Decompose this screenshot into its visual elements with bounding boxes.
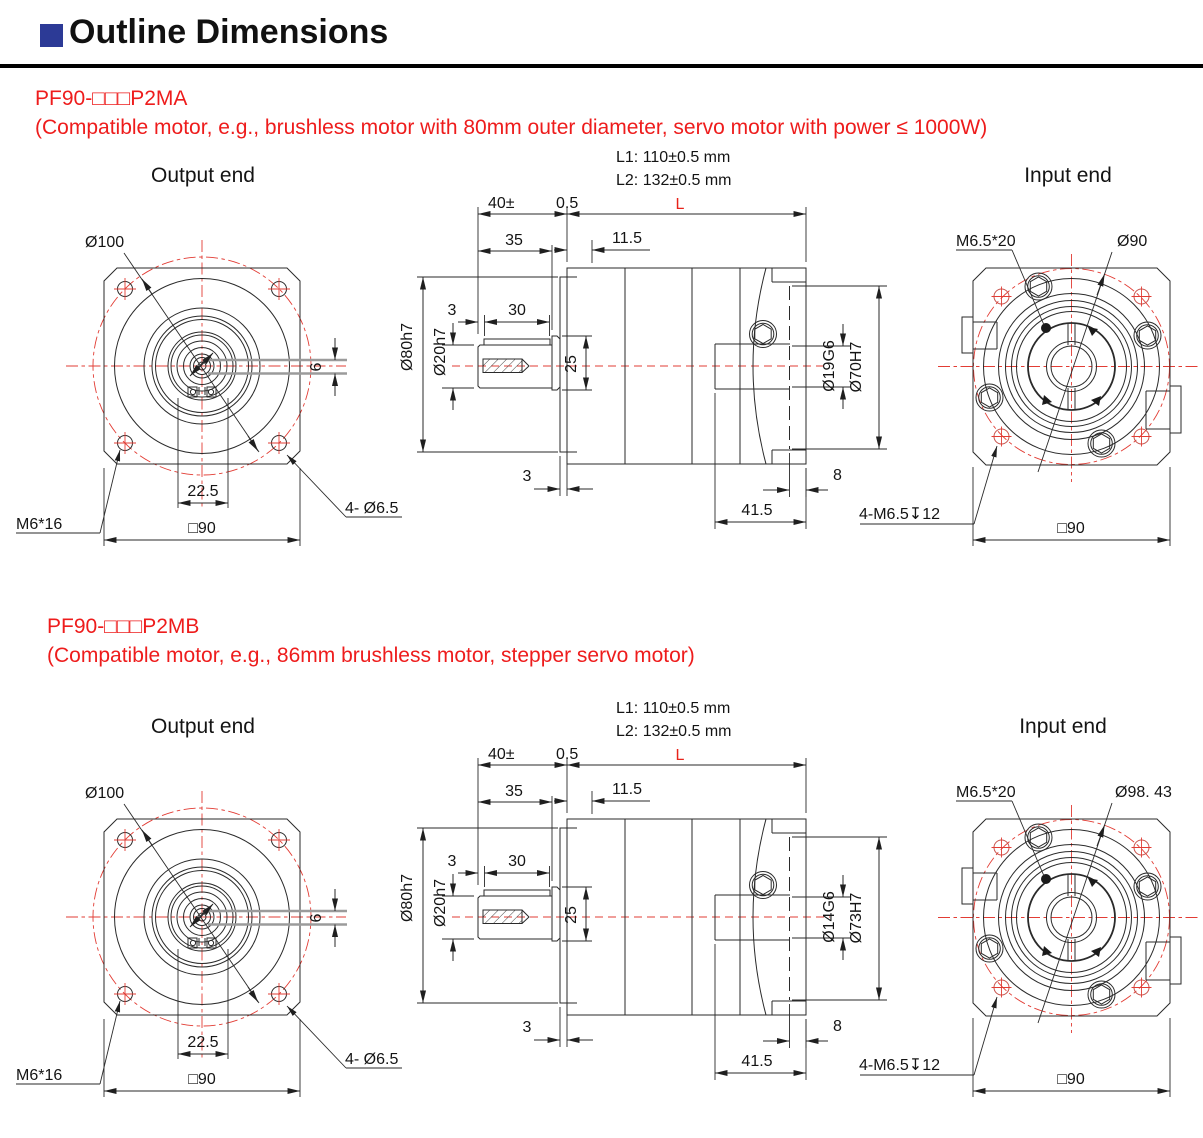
dim-bolt-circle: Ø100 [85,234,124,251]
model-name: PF90-□□□P2MB [47,615,200,638]
note-l1: L1: 110±0.5 mm [616,149,730,166]
dim-shaft-length: 40± [488,746,515,763]
view-title-output: Output end [151,715,255,738]
page-title: Outline Dimensions [69,12,389,51]
dim-flange-square: □90 [188,1071,216,1088]
dim-25: 25 [563,355,580,373]
dim-key-height: 6 [308,362,325,371]
dim-flange-dia: Ø80h7 [399,874,416,922]
dim-11-5: 11.5 [612,230,642,247]
dim-25: 25 [563,906,580,924]
view-title-input: Input end [1024,164,1112,187]
dim-input-holes: 4-M6.5↧12 [859,506,940,523]
dim-flange-square: □90 [188,520,216,537]
dim-3: 3 [448,302,457,319]
dim-input-screws: M6.5*20 [956,233,1016,250]
dim-41-5: 41.5 [741,1053,772,1070]
section-header-p2ma: PF90-□□□P2MA (Compatible motor, e.g., br… [35,84,987,142]
dim-key-height: 6 [308,913,325,922]
view-title-input: Input end [1019,715,1107,738]
dim-shaft-length: 40± [488,195,515,212]
dim-3b: 3 [523,1019,532,1036]
dim-pilot-dia: Ø73H7 [848,893,865,944]
dim-35: 35 [505,783,523,800]
dim-8: 8 [833,1018,842,1035]
dim-bore-dia: Ø19G6 [821,340,838,392]
page-header: Outline Dimensions [0,0,1203,68]
note-l2: L2: 132±0.5 mm [616,172,732,189]
labels-p2ma: Output end Input end L1: 110±0.5 mm L2: … [16,149,1147,537]
dim-body-length: L [676,747,685,764]
dim-8: 8 [833,467,842,484]
dim-input-bolt-circle: Ø98. 43 [1115,784,1172,801]
dim-input-screws: M6.5*20 [956,784,1016,801]
dim-30: 30 [508,302,526,319]
dim-pilot-dia: Ø70H7 [848,342,865,393]
note-l2: L2: 132±0.5 mm [616,723,732,740]
dim-through-holes: 4- Ø6.5 [345,1051,398,1068]
dim-input-holes: 4-M6.5↧12 [859,1057,940,1074]
dim-bolt-circle: Ø100 [85,785,124,802]
dim-shaft-dia: Ø20h7 [432,328,449,376]
dim-35: 35 [505,232,523,249]
dim-shaft-tol: 0.5 [556,746,578,763]
model-description: (Compatible motor, e.g., brushless motor… [35,116,988,139]
dim-41-5: 41.5 [741,502,772,519]
model-description: (Compatible motor, e.g., 86mm brushless … [47,644,695,667]
dim-input-square: □90 [1057,520,1085,537]
dim-through-holes: 4- Ø6.5 [345,500,398,517]
dim-11-5: 11.5 [612,781,642,798]
dim-input-square: □90 [1057,1071,1085,1088]
dim-key-width: 22.5 [187,483,218,500]
dim-tapped-holes: M6*16 [16,516,62,533]
dim-shaft-tol: 0.5 [556,195,578,212]
dim-30: 30 [508,853,526,870]
model-name: PF90-□□□P2MA [35,87,188,110]
dim-tapped-holes: M6*16 [16,1067,62,1084]
dim-3b: 3 [523,468,532,485]
view-title-output: Output end [151,164,255,187]
section-marker-icon [40,23,63,47]
dim-body-length: L [676,196,685,213]
note-l1: L1: 110±0.5 mm [616,700,730,717]
dim-key-width: 22.5 [187,1034,218,1051]
dim-3: 3 [448,853,457,870]
dim-input-bolt-circle: Ø90 [1117,233,1147,250]
section-header-p2mb: PF90-□□□P2MB (Compatible motor, e.g., 86… [47,612,695,670]
dim-flange-dia: Ø80h7 [399,323,416,371]
labels-p2mb: Output end Input end L1: 110±0.5 mm L2: … [16,700,1172,1088]
dim-shaft-dia: Ø20h7 [432,879,449,927]
dim-bore-dia: Ø14G6 [821,891,838,943]
